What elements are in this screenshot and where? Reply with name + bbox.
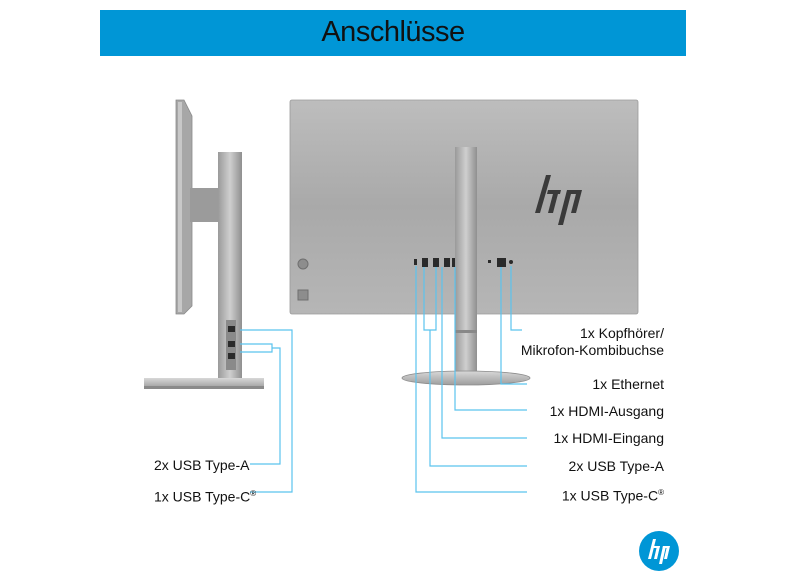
label-ethernet: 1x Ethernet xyxy=(592,376,664,392)
monitor-rear-view xyxy=(289,99,639,386)
label-usb-c-side: 1x USB Type-C® xyxy=(154,488,257,505)
label-hdmi-out: 1x HDMI-Ausgang xyxy=(549,403,664,419)
label-audio-jack-line2: Mikrofon-Kombibuchse xyxy=(520,342,664,358)
label-usb-a-side: 2x USB Type-A xyxy=(154,457,250,473)
monitor-side-view xyxy=(144,99,264,389)
hp-logo-icon xyxy=(639,531,679,571)
title-banner: Anschlüsse xyxy=(100,10,686,56)
usb-a-side-line xyxy=(250,347,281,465)
audio-line xyxy=(510,266,522,331)
usb-a-rear-line xyxy=(429,330,527,467)
hp-engraved-logo-icon xyxy=(535,175,582,225)
usb-c-side-line xyxy=(240,329,293,493)
usb-a-side-bracket xyxy=(240,343,273,353)
label-hdmi-in: 1x HDMI-Eingang xyxy=(553,430,665,446)
callout-lines xyxy=(240,266,527,493)
hdmi-in-line xyxy=(441,267,527,439)
usb-c-rear-line xyxy=(415,266,527,493)
label-usb-c-rear: 1x USB Type-C® xyxy=(561,487,664,504)
label-usb-a-rear: 2x USB Type-A xyxy=(568,458,664,474)
label-audio-jack-line1: 1x Kopfhörer/ xyxy=(579,325,664,341)
ethernet-line xyxy=(500,267,527,385)
page-title: Anschlüsse xyxy=(321,16,465,48)
hdmi-out-line xyxy=(454,267,527,411)
